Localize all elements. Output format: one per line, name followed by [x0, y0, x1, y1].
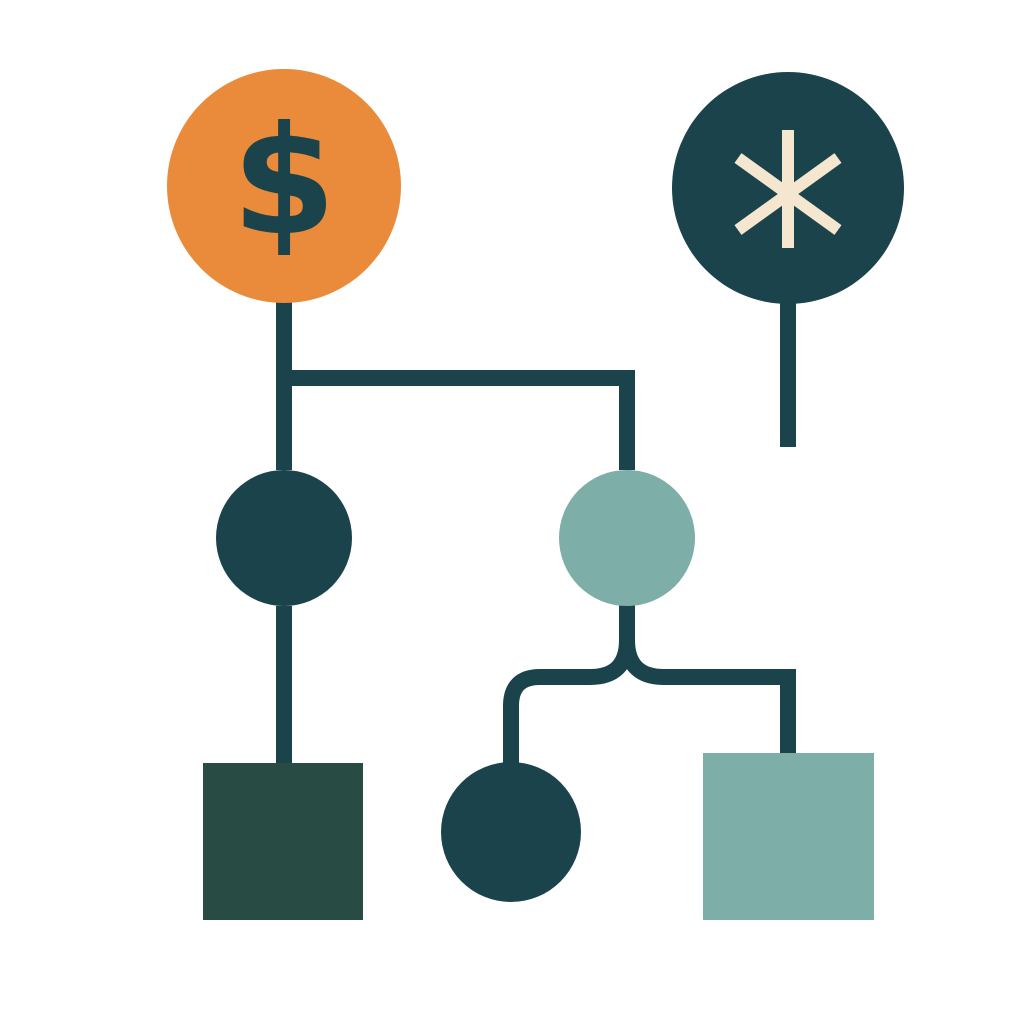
- dollar-icon: $: [232, 95, 336, 269]
- left-mid-node: [216, 470, 352, 606]
- connector-right-mid-left-branch: [503, 639, 635, 763]
- left-bottom-square: [203, 763, 363, 920]
- connectors: [276, 300, 796, 765]
- dollar-node-circle: [167, 69, 401, 303]
- right-bottom-square: [703, 753, 874, 920]
- asterisk-diagonal-stroke-b: [734, 153, 842, 235]
- connector-branch-to-right-mid: [284, 370, 635, 470]
- connector-right-mid-right-branch: [619, 639, 796, 753]
- right-mid-node: [559, 470, 695, 606]
- dollar-node: $: [167, 69, 401, 303]
- center-bottom-node: [441, 762, 581, 902]
- asterisk-node: [672, 72, 904, 304]
- asterisk-icon: [734, 130, 842, 248]
